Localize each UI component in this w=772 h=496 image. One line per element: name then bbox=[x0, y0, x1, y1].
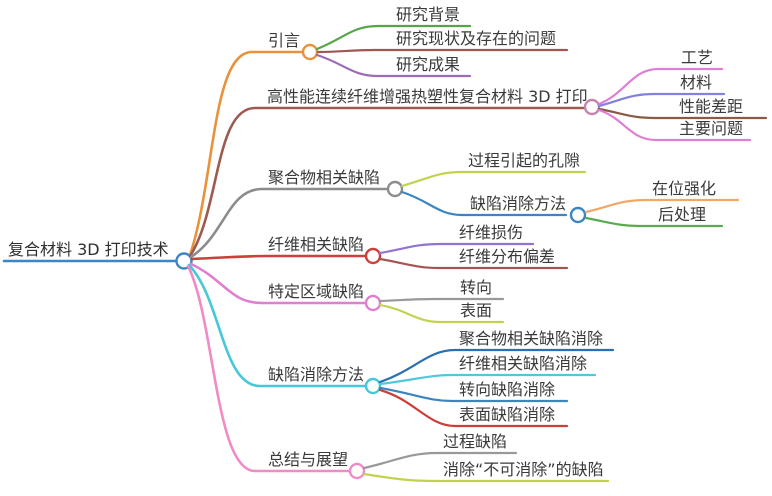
branch-specific-area-defects-connector bbox=[189, 262, 367, 305]
subbranch-defect-removal-toggle[interactable] bbox=[569, 206, 587, 224]
leaf-research-background-connector bbox=[315, 24, 472, 51]
leaf-process-defects-connector bbox=[362, 451, 518, 470]
leaf-fiber-damage-label[interactable]: 纤维损伤 bbox=[459, 223, 523, 242]
leaf-postprocessing-label[interactable]: 后处理 bbox=[658, 205, 706, 224]
leaf-polymer-defect-removal-connector bbox=[378, 348, 615, 384]
leaf-fiber-defect-removal-label[interactable]: 纤维相关缺陷消除 bbox=[459, 354, 587, 373]
branch-defect-elimination-connector bbox=[187, 263, 367, 388]
branch-summary-outlook-label[interactable]: 总结与展望 bbox=[268, 450, 348, 469]
branch-intro-toggle[interactable] bbox=[301, 43, 319, 61]
root-node-label[interactable]: 复合材料 3D 打印技术 bbox=[8, 240, 169, 259]
branch-specific-area-defects-toggle[interactable] bbox=[364, 294, 382, 312]
leaf-performance-gap-connector bbox=[597, 107, 768, 120]
leaf-process-label[interactable]: 工艺 bbox=[681, 48, 713, 67]
leaf-uneliminable-defects-label[interactable]: 消除“不可消除”的缺陷 bbox=[443, 460, 604, 479]
leaf-main-issues-connector bbox=[597, 108, 752, 142]
branch-summary-outlook-toggle[interactable] bbox=[348, 462, 366, 480]
branch-fiber-defects-connector bbox=[190, 254, 367, 261]
leaf-uneliminable-defects-connector bbox=[362, 472, 610, 483]
branch-intro-label[interactable]: 引言 bbox=[268, 31, 300, 50]
leaf-surface-label[interactable]: 表面 bbox=[460, 301, 492, 320]
leaf-fiber-defect-removal-connector bbox=[378, 373, 597, 386]
leaf-main-issues-label[interactable]: 主要问题 bbox=[679, 119, 743, 138]
leaf-research-results-label[interactable]: 研究成果 bbox=[396, 55, 460, 74]
leaf-research-status-label[interactable]: 研究现状及存在的问题 bbox=[396, 29, 556, 48]
branch-fiber-defects-label[interactable]: 纤维相关缺陷 bbox=[268, 235, 364, 254]
leaf-material-connector bbox=[597, 92, 726, 108]
leaf-research-results-connector bbox=[315, 53, 472, 78]
subbranch-defect-removal-label[interactable]: 缺陷消除方法 bbox=[470, 194, 566, 213]
branch-polymer-defects-toggle[interactable] bbox=[386, 180, 404, 198]
branch-summary-outlook-connector bbox=[186, 264, 351, 473]
leaf-steering-defect-removal-label[interactable]: 转向缺陷消除 bbox=[459, 380, 555, 399]
leaf-steering-defect-removal-connector bbox=[378, 386, 569, 403]
subbranch-defect-removal-connector bbox=[400, 190, 568, 217]
branch-polymer-defects-label[interactable]: 聚合物相关缺陷 bbox=[268, 168, 380, 187]
leaf-research-background-label[interactable]: 研究背景 bbox=[396, 5, 460, 24]
leaf-steering-label[interactable]: 转向 bbox=[460, 278, 492, 297]
leaf-polymer-defect-removal-label[interactable]: 聚合物相关缺陷消除 bbox=[459, 329, 603, 348]
branch-high-performance-label[interactable]: 高性能连续纤维增强热塑性复合材料 3D 打印 bbox=[267, 87, 588, 106]
leaf-process-voids-label[interactable]: 过程引起的孔隙 bbox=[468, 151, 580, 170]
leaf-fiber-damage-connector bbox=[378, 242, 535, 255]
leaf-fiber-distribution-label[interactable]: 纤维分布偏差 bbox=[459, 247, 555, 266]
branch-specific-area-defects-label[interactable]: 特定区域缺陷 bbox=[268, 282, 364, 301]
leaf-material-label[interactable]: 材料 bbox=[680, 73, 712, 92]
branch-high-performance-connector bbox=[188, 106, 587, 258]
leaf-insitu-strengthening-connector bbox=[584, 198, 740, 214]
leaf-surface-connector bbox=[378, 303, 505, 324]
leaf-process-voids-connector bbox=[400, 170, 587, 188]
leaf-surface-defect-removal-label[interactable]: 表面缺陷消除 bbox=[459, 405, 555, 424]
branch-defect-elimination-toggle[interactable] bbox=[364, 377, 382, 395]
leaf-performance-gap-label[interactable]: 性能差距 bbox=[679, 97, 743, 116]
leaf-postprocessing-connector bbox=[584, 216, 724, 228]
leaf-surface-defect-removal-connector bbox=[378, 388, 569, 428]
leaf-research-status-connector bbox=[316, 48, 569, 54]
branch-polymer-defects-connector bbox=[189, 187, 389, 259]
branch-fiber-defects-toggle[interactable] bbox=[364, 247, 382, 265]
leaf-insitu-strengthening-label[interactable]: 在位强化 bbox=[652, 179, 716, 198]
branch-intro-connector bbox=[188, 50, 305, 257]
branch-defect-elimination-label[interactable]: 缺陷消除方法 bbox=[268, 365, 364, 384]
branch-high-performance-toggle[interactable] bbox=[583, 98, 601, 116]
leaf-process-defects-label[interactable]: 过程缺陷 bbox=[443, 432, 507, 451]
leaf-fiber-distribution-connector bbox=[378, 257, 569, 270]
leaf-process-connector bbox=[597, 67, 724, 106]
leaf-steering-connector bbox=[378, 297, 505, 303]
